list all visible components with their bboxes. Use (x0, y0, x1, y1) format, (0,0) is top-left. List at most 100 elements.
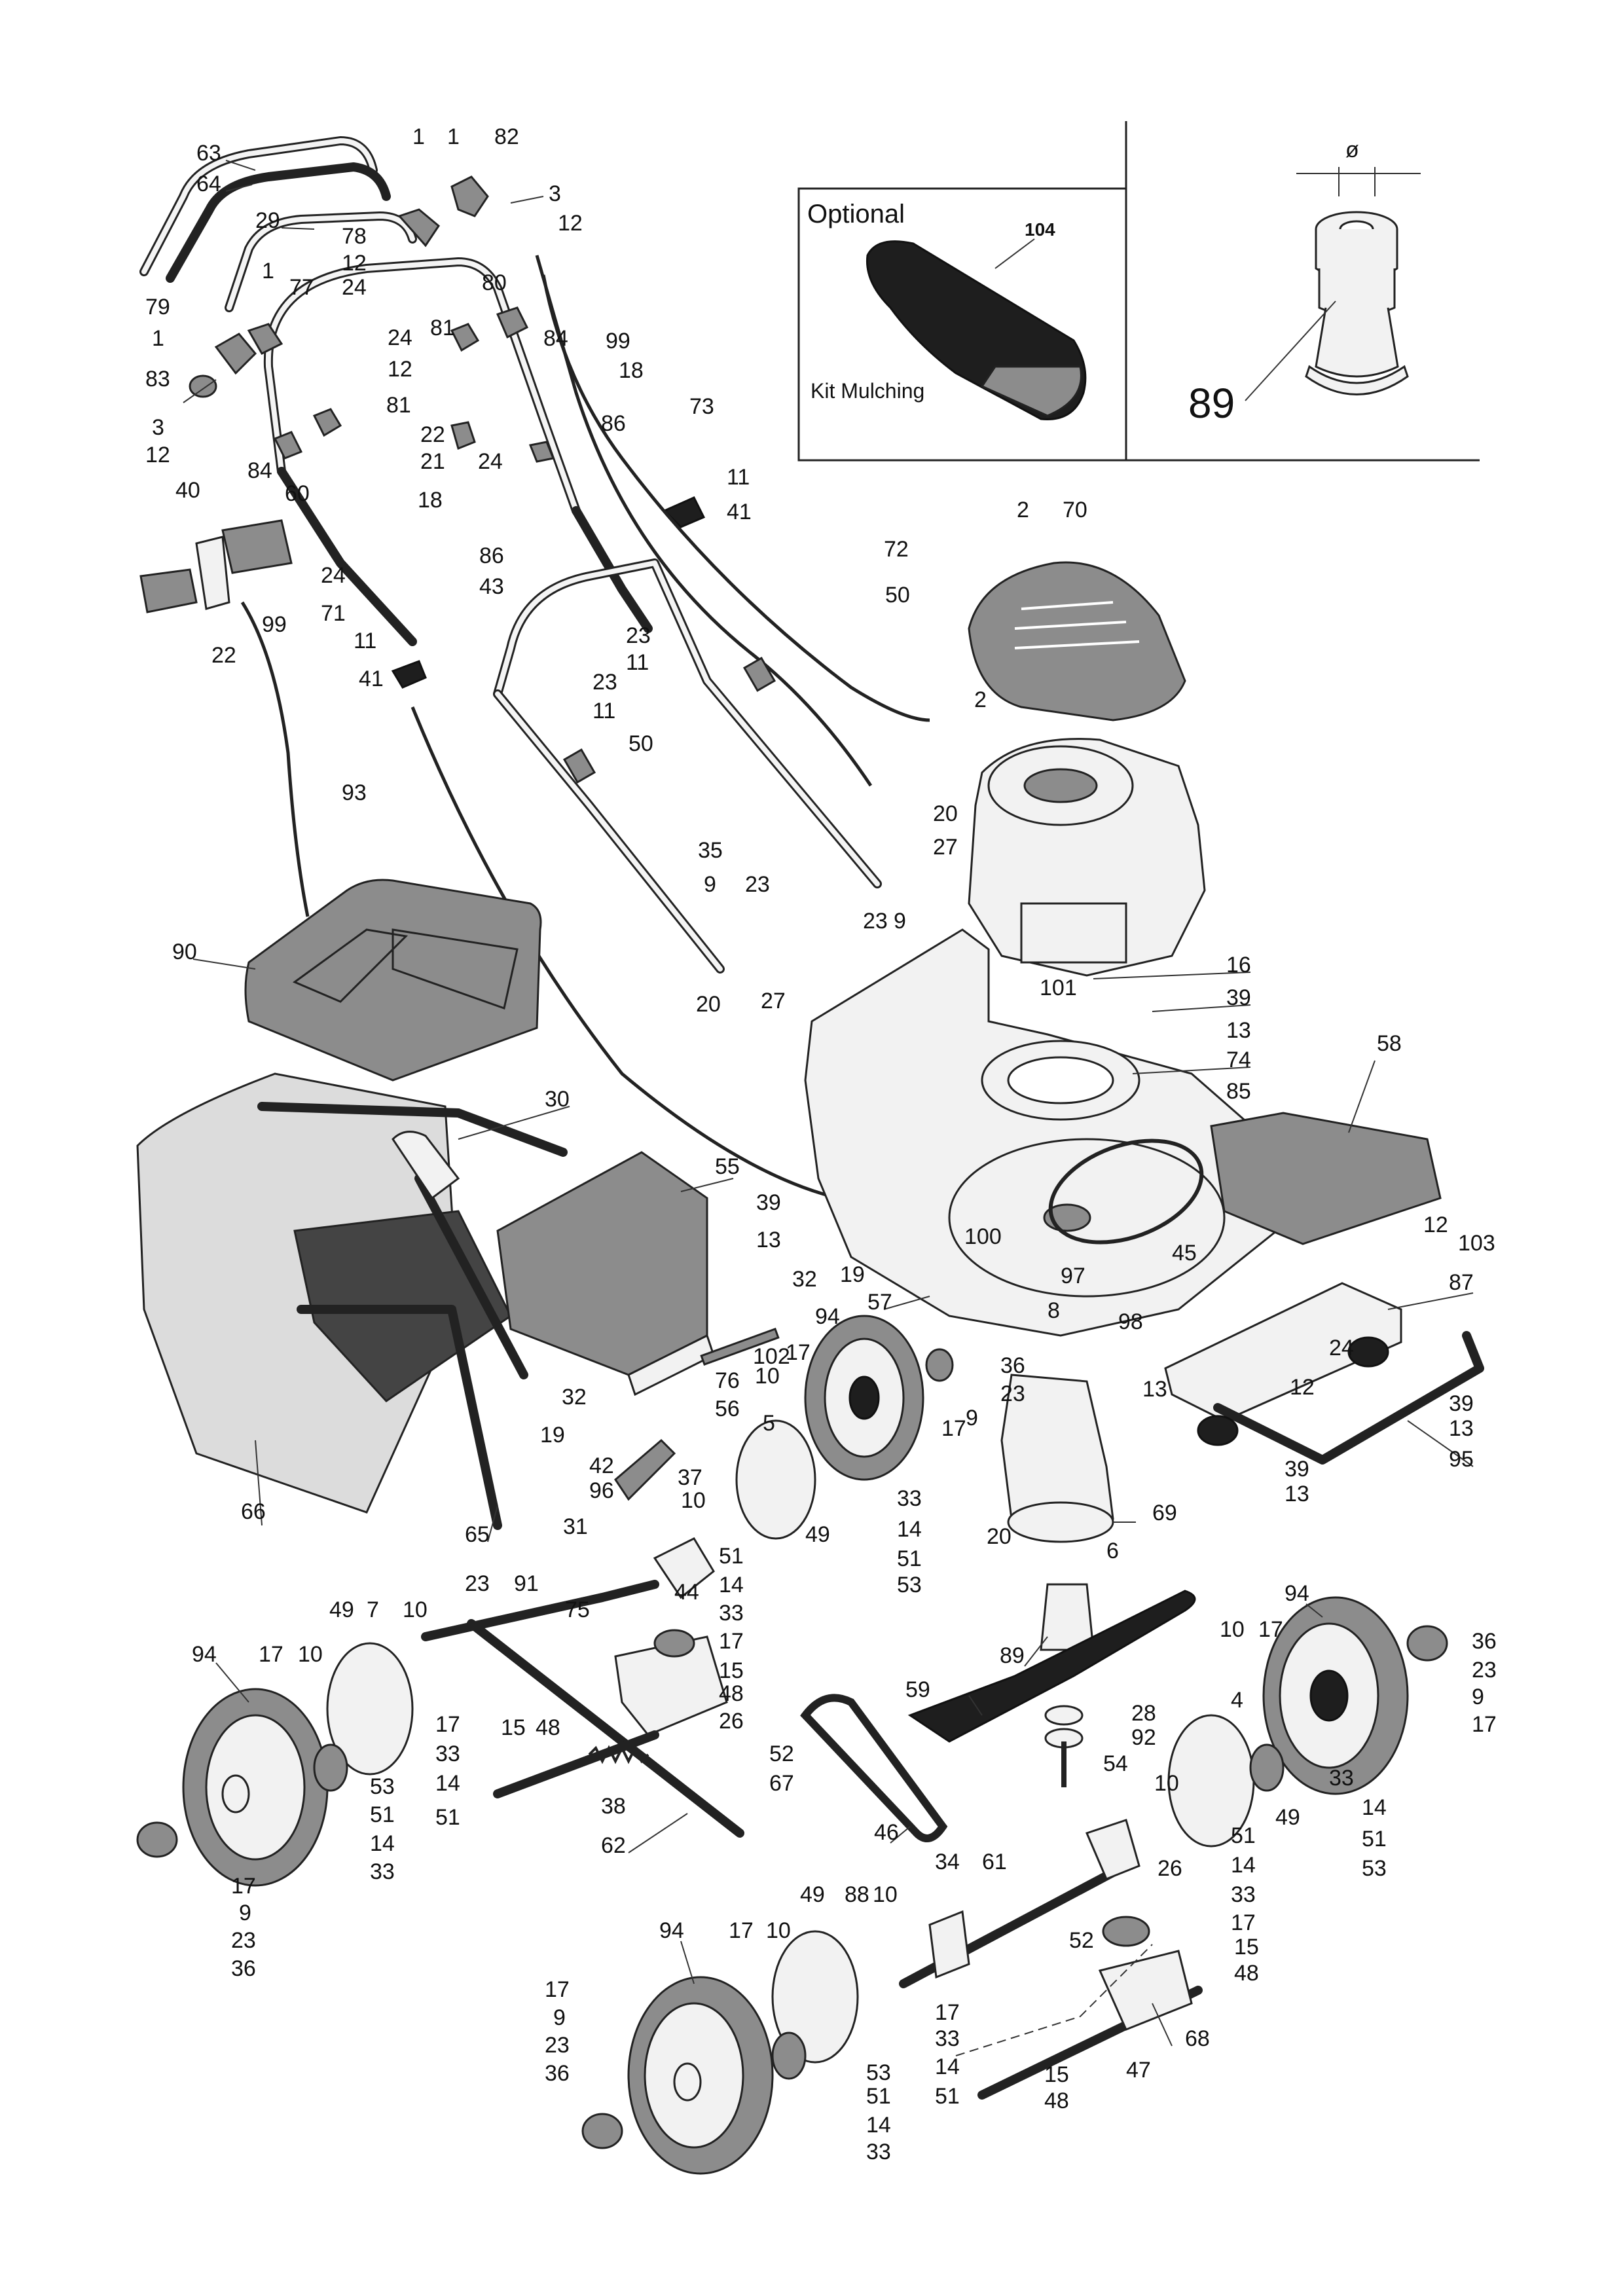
part-callout-20: 20 (933, 801, 958, 826)
part-callout-23: 23 (545, 2033, 570, 2058)
part-callout-39: 39 (1449, 1391, 1474, 1416)
part-callout-49: 49 (329, 1597, 354, 1622)
part-callout-20: 20 (987, 1524, 1012, 1549)
part-callout-17: 17 (935, 2000, 960, 2025)
part-callout-72: 72 (884, 537, 909, 562)
part-callout-45: 45 (1172, 1241, 1197, 1266)
part-callout-100: 100 (964, 1224, 1002, 1249)
part-callout-12: 12 (1423, 1212, 1448, 1237)
part-callout-29: 29 (255, 208, 280, 233)
part-callout-23: 23 (593, 670, 617, 695)
hub-cap-bottom (581, 2113, 623, 2149)
part-callout-40: 40 (175, 478, 200, 503)
part-callout-80: 80 (482, 270, 507, 295)
part-callout-9: 9 (704, 872, 716, 897)
part-callout-69: 69 (1152, 1501, 1177, 1525)
discharge-cover (1210, 1112, 1442, 1245)
part-callout-12: 12 (342, 251, 367, 276)
part-callout-17: 17 (1472, 1712, 1497, 1737)
part-callout-91: 91 (514, 1571, 539, 1596)
grass-bag-lid (244, 879, 542, 1082)
part-callout-60: 60 (285, 481, 310, 506)
part-callout-22: 22 (420, 422, 445, 447)
part-callout-97: 97 (1061, 1264, 1085, 1288)
optional-box: Optional 104 Kit Mulching (797, 187, 1127, 462)
part-callout-3: 3 (152, 415, 164, 440)
part-callout-39: 39 (1226, 985, 1251, 1010)
part-callout-31: 31 (563, 1514, 588, 1539)
rear-flap (496, 1151, 780, 1396)
part-callout-75: 75 (565, 1597, 590, 1622)
right-gear-assembly (899, 1819, 1203, 2100)
part-callout-14: 14 (370, 1831, 395, 1856)
part-callout-2: 2 (1017, 498, 1029, 522)
spring (588, 1745, 649, 1764)
part-callout-24: 24 (321, 563, 346, 588)
part-callout-14: 14 (1362, 1795, 1387, 1820)
part-callout-83: 83 (145, 367, 170, 392)
part-callout-17: 17 (231, 1874, 256, 1899)
part-callout-27: 27 (761, 989, 786, 1013)
part-callout-88: 88 (845, 1882, 869, 1907)
part-callout-22: 22 (211, 643, 236, 668)
drive-belt (800, 1694, 948, 1842)
part-callout-44: 44 (674, 1580, 699, 1605)
part-callout-11: 11 (593, 699, 615, 723)
part-callout-10: 10 (403, 1597, 428, 1622)
part-callout-14: 14 (1231, 1853, 1256, 1878)
part-callout-71: 71 (321, 601, 346, 626)
lower-handle (493, 558, 882, 974)
part-callout-51: 51 (866, 2084, 891, 2109)
pulley-detail: ø 89 (1188, 137, 1421, 427)
part-callout-13: 13 (1226, 1018, 1251, 1043)
part-callout-12: 12 (388, 357, 412, 382)
part-callout-18: 18 (418, 488, 443, 513)
part-callout-17: 17 (1231, 1910, 1256, 1935)
engine (968, 738, 1206, 977)
part-callout-59: 59 (905, 1677, 930, 1702)
part-callout-74: 74 (1226, 1048, 1251, 1072)
part-callout-79: 79 (145, 295, 170, 319)
part-callout-23: 23 (745, 872, 770, 897)
part-callout-48: 48 (536, 1715, 560, 1740)
part-callout-28: 28 (1131, 1701, 1156, 1726)
part-callout-30: 30 (545, 1087, 570, 1112)
part-callout-84: 84 (247, 458, 272, 483)
part-callout-36: 36 (231, 1956, 256, 1981)
part-callout-17: 17 (259, 1642, 283, 1667)
part-callout-33: 33 (935, 2026, 960, 2051)
part-callout-15: 15 (501, 1715, 526, 1740)
part-callout-14: 14 (866, 2113, 891, 2138)
part-callout-61: 61 (982, 1850, 1007, 1874)
engine-cover (968, 561, 1186, 721)
part-callout-5: 5 (763, 1411, 775, 1436)
part-callout-50: 50 (885, 583, 910, 608)
part-callout-23: 23 (626, 623, 651, 648)
part-callout-17: 17 (786, 1340, 811, 1365)
part-callout-9: 9 (894, 909, 906, 934)
part-callout-10: 10 (1220, 1617, 1245, 1642)
part-callout-53: 53 (866, 2060, 891, 2085)
part-callout-9: 9 (1472, 1685, 1484, 1709)
part-callout-51: 51 (1231, 1823, 1256, 1848)
part-callout-49: 49 (1275, 1805, 1300, 1830)
part-callout-19: 19 (540, 1423, 565, 1448)
rear-axle-frame (1164, 1282, 1484, 1465)
part-callout-90: 90 (172, 939, 197, 964)
part-callout-84: 84 (543, 326, 568, 351)
part-callout-52: 52 (1069, 1928, 1094, 1953)
part-callout-4: 4 (1231, 1688, 1243, 1713)
part-callout-33: 33 (897, 1486, 922, 1511)
left-gear-assembly (614, 1438, 728, 1736)
part-callout-33: 33 (866, 2140, 891, 2164)
part-callout-9: 9 (966, 1406, 978, 1430)
part-callout-24: 24 (342, 275, 367, 300)
part-callout-23: 23 (465, 1571, 490, 1596)
part-callout-13: 13 (1142, 1377, 1167, 1402)
part-callout-39: 39 (756, 1190, 781, 1215)
part-callout-101: 101 (1040, 975, 1077, 1000)
part-callout-20: 20 (696, 992, 721, 1017)
part-callout-48: 48 (1234, 1961, 1259, 1986)
part-callout-103: 103 (1458, 1231, 1495, 1256)
